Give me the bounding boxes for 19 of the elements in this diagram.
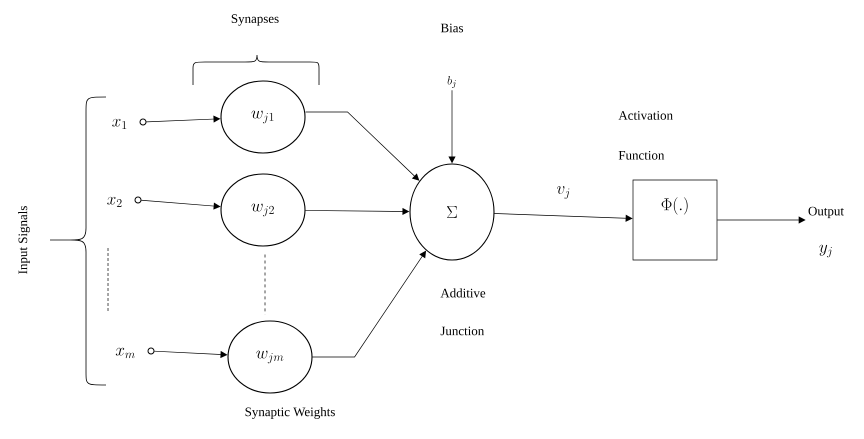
arrow bbox=[305, 112, 420, 181]
activation-box: $\Phi(.)$ bbox=[632, 180, 718, 260]
input-terminal bbox=[148, 348, 154, 354]
edge-label: $v_j$ bbox=[556, 186, 570, 199]
caption: Synapses bbox=[232, 14, 279, 26]
activation-caption: Activation Function bbox=[618, 111, 673, 160]
bias-label: $b_j$ bbox=[448, 76, 456, 88]
input-terminal bbox=[134, 196, 142, 204]
arrow bbox=[312, 250, 426, 358]
caption: Input Signals bbox=[18, 206, 30, 274]
junction-caption: Additive Junction bbox=[440, 288, 486, 336]
caption: Synaptic Weights bbox=[246, 407, 335, 419]
input-terminal bbox=[140, 118, 146, 126]
summing-junction: $\Sigma$ bbox=[409, 163, 495, 261]
output-label: Output $y_j$ bbox=[808, 206, 844, 258]
bias-caption: Bias bbox=[440, 24, 464, 32]
input-label: $x_1$ bbox=[112, 118, 126, 129]
input-label: $x_m$ bbox=[116, 348, 135, 358]
input-label: $x_2$ bbox=[107, 196, 122, 207]
